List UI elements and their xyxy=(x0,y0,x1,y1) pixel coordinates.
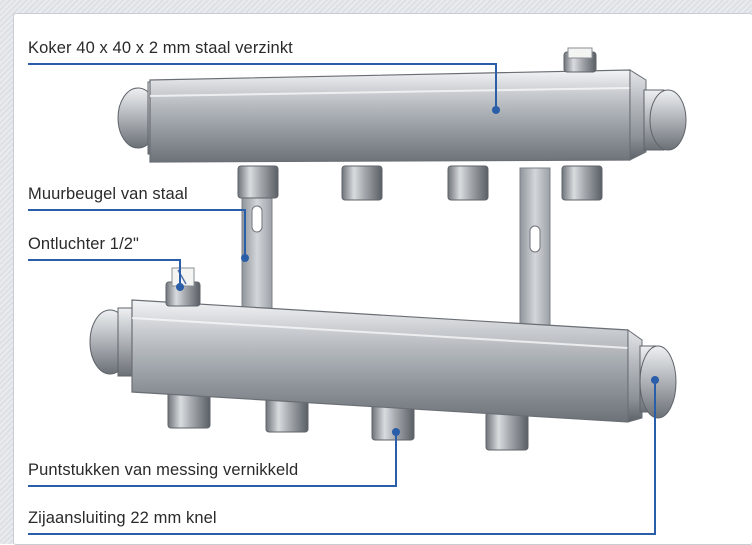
wall-bracket-right xyxy=(519,167,551,329)
leader-lines xyxy=(28,63,656,535)
upper-manifold-bar xyxy=(117,47,687,163)
leader-line-puntstukken xyxy=(28,432,397,487)
leader-line-koker xyxy=(28,63,497,106)
leader-line-muurbeugel xyxy=(28,209,246,255)
label-puntstukken: Puntstukken van messing vernikkeld xyxy=(28,461,299,479)
label-muurbeugel: Muurbeugel van staal xyxy=(28,185,188,203)
lower-outlets xyxy=(167,391,529,451)
label-zijaansluiting: Zijaansluiting 22 mm knel xyxy=(28,509,217,527)
label-ontluchter: Ontluchter 1/2" xyxy=(28,235,139,253)
upper-outlets xyxy=(237,165,603,201)
leader-dots xyxy=(176,106,659,436)
leader-line-ontluchter xyxy=(28,259,181,284)
label-koker: Koker 40 x 40 x 2 mm staal verzinkt xyxy=(28,39,293,57)
leader-line-zijaansluiting xyxy=(28,380,656,535)
